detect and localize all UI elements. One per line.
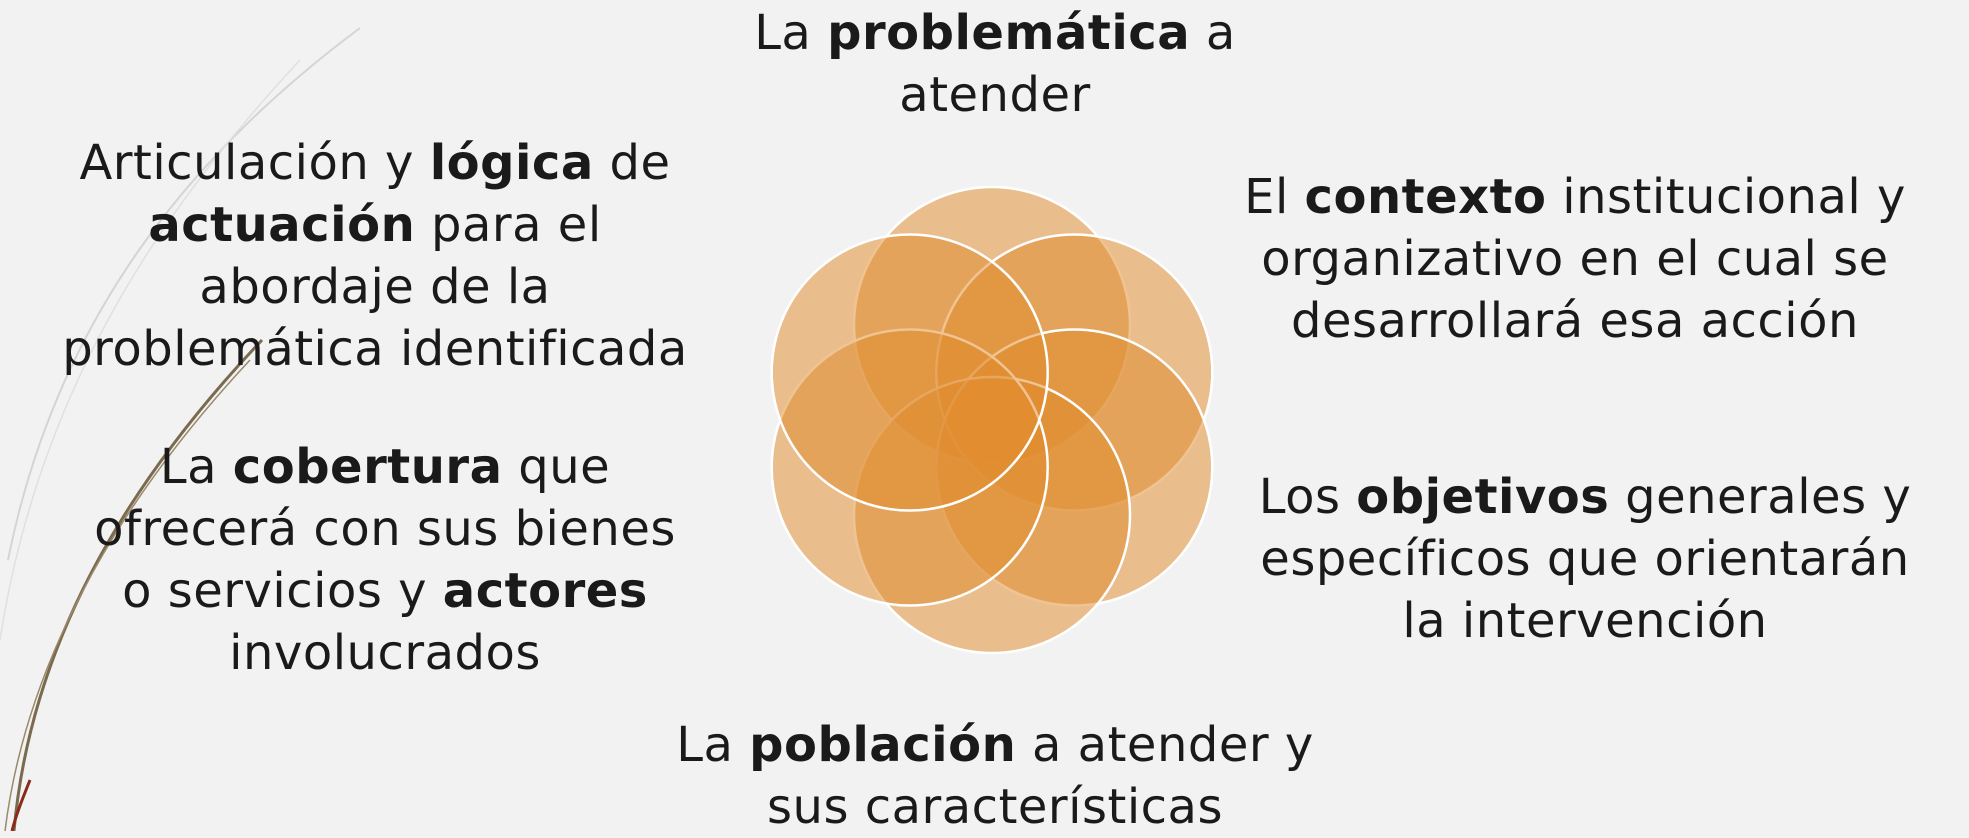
label-text: organizativo en el cual se [1261, 231, 1889, 287]
stem-dark [12, 338, 264, 831]
label-line: La población a atender y [580, 714, 1410, 776]
label-text: atender [899, 67, 1091, 123]
label-line: Los objetivos generales y [1205, 466, 1965, 528]
label-text: abordaje de la [199, 259, 551, 315]
stem-light [7, 27, 361, 561]
label-text: El [1244, 169, 1305, 225]
label-keyword: actores [442, 563, 648, 619]
flower-diagram [770, 185, 1214, 655]
label-text: a [1190, 5, 1236, 61]
label-text: La [754, 5, 828, 61]
label-line: El contexto institucional y [1205, 166, 1945, 228]
label-keyword: objetivos [1356, 469, 1610, 525]
label-line: desarrollará esa acción [1205, 290, 1945, 352]
label-line: actuación para el [0, 194, 750, 256]
stem-faint [0, 59, 301, 641]
label-line: La cobertura que [20, 436, 750, 498]
decorative-stems [0, 27, 361, 831]
label-line: problemática identificada [0, 318, 750, 380]
label-keyword: población [749, 717, 1017, 773]
label-text: sus características [767, 779, 1223, 835]
label-keyword: actuación [148, 197, 416, 253]
label-line: La problemática a [700, 2, 1290, 64]
label-line: organizativo en el cual se [1205, 228, 1945, 290]
label-text: problemática identificada [62, 321, 688, 377]
petal-group [770, 185, 1214, 655]
label-text: institucional y [1546, 169, 1906, 225]
label-text: ofrecerá con sus bienes [94, 501, 676, 557]
stem-dark-2 [4, 359, 251, 831]
label-text: específicos que orientarán [1260, 531, 1910, 587]
label-line: o servicios y actores [20, 560, 750, 622]
label-line: la intervención [1205, 590, 1965, 652]
label-line: específicos que orientarán [1205, 528, 1965, 590]
label-line: atender [700, 64, 1290, 126]
label-line: involucrados [20, 622, 750, 684]
label-line: ofrecerá con sus bienes [20, 498, 750, 560]
label-text: a atender y [1016, 717, 1314, 773]
label-text: Los [1258, 469, 1357, 525]
label-keyword: contexto [1304, 169, 1547, 225]
petal-circle [770, 233, 1049, 512]
label-text: o servicios y [122, 563, 443, 619]
label-text: involucrados [229, 625, 541, 681]
label-text: generales y [1609, 469, 1912, 525]
stem-red [10, 779, 32, 831]
label-text: que [502, 439, 611, 495]
label-text: de [593, 135, 671, 191]
label-text: la intervención [1402, 593, 1768, 649]
label-text: Articulación y [79, 135, 430, 191]
label-keyword: problemática [827, 5, 1191, 61]
label-text: para el [415, 197, 602, 253]
label-text: La [159, 439, 233, 495]
label-keyword: lógica [429, 135, 594, 191]
label-text: desarrollará esa acción [1291, 293, 1859, 349]
label-keyword: cobertura [232, 439, 503, 495]
label-line: Articulación y lógica de [0, 132, 750, 194]
label-line: abordaje de la [0, 256, 750, 318]
label-line: sus características [580, 776, 1410, 838]
label-text: La [676, 717, 750, 773]
